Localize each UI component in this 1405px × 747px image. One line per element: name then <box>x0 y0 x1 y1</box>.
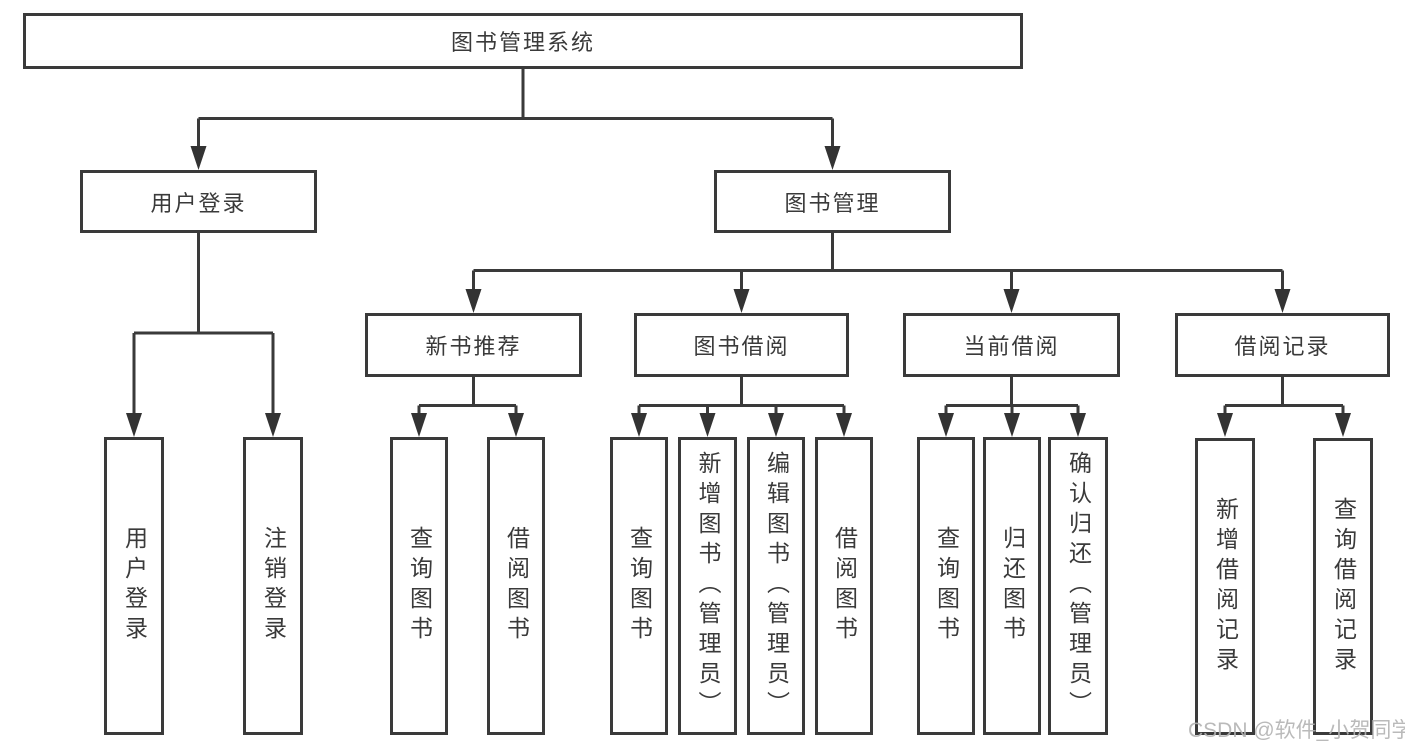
leaf-borrow-edit-books-admin: 编辑图书（管理员） <box>747 437 805 735</box>
node-label: 归还图书 <box>999 526 1026 646</box>
node-label: 借阅图书 <box>503 526 530 646</box>
node-label: 新增图书（管理员） <box>695 451 721 721</box>
leaf-recommend-borrow-books: 借阅图书 <box>487 437 545 735</box>
node-label: 查询借阅记录 <box>1330 496 1357 677</box>
csdn-watermark: CSDN @软件_小贺同学 <box>1188 719 1405 742</box>
node-new-book-recommend: 新书推荐 <box>365 313 582 377</box>
node-label: 查询图书 <box>933 526 960 646</box>
node-label: 新书推荐 <box>425 334 522 359</box>
leaf-user-login: 用户登录 <box>104 437 164 735</box>
node-current-borrowing: 当前借阅 <box>903 313 1120 377</box>
leaf-current-return-books: 归还图书 <box>983 437 1041 735</box>
node-label: 用户登录 <box>150 190 247 216</box>
leaf-borrow-borrow-books: 借阅图书 <box>815 437 873 735</box>
node-label: 注销登录 <box>260 526 287 646</box>
leaf-records-add-record: 新增借阅记录 <box>1195 438 1255 735</box>
node-system-root: 图书管理系统 <box>23 13 1023 69</box>
node-label: 图书管理 <box>784 190 881 216</box>
node-user-login: 用户登录 <box>80 170 317 233</box>
node-label: 编辑图书（管理员） <box>763 451 790 721</box>
node-label: 新增借阅记录 <box>1212 496 1239 677</box>
node-label: 查询图书 <box>626 526 653 646</box>
leaf-records-query-record: 查询借阅记录 <box>1313 438 1373 735</box>
leaf-borrow-query-books: 查询图书 <box>610 437 668 735</box>
leaf-current-query-books: 查询图书 <box>917 437 975 735</box>
node-label: 查询图书 <box>406 526 433 646</box>
node-label: 当前借阅 <box>963 334 1060 359</box>
node-label: 图书借阅 <box>693 334 790 359</box>
node-label: 借阅图书 <box>831 526 858 646</box>
node-label: 用户登录 <box>121 526 148 646</box>
node-label: 图书管理系统 <box>450 30 595 55</box>
node-book-management: 图书管理 <box>714 170 951 233</box>
node-book-borrowing: 图书借阅 <box>634 313 849 377</box>
node-label: 确认归还（管理员） <box>1065 451 1092 721</box>
node-label: 借阅记录 <box>1234 334 1331 359</box>
leaf-recommend-query-books: 查询图书 <box>390 437 448 735</box>
leaf-current-confirm-return-admin: 确认归还（管理员） <box>1048 437 1108 735</box>
leaf-borrow-add-books-admin: 新增图书（管理员） <box>678 437 737 735</box>
node-borrowing-records: 借阅记录 <box>1175 313 1390 377</box>
leaf-logout: 注销登录 <box>243 437 303 735</box>
